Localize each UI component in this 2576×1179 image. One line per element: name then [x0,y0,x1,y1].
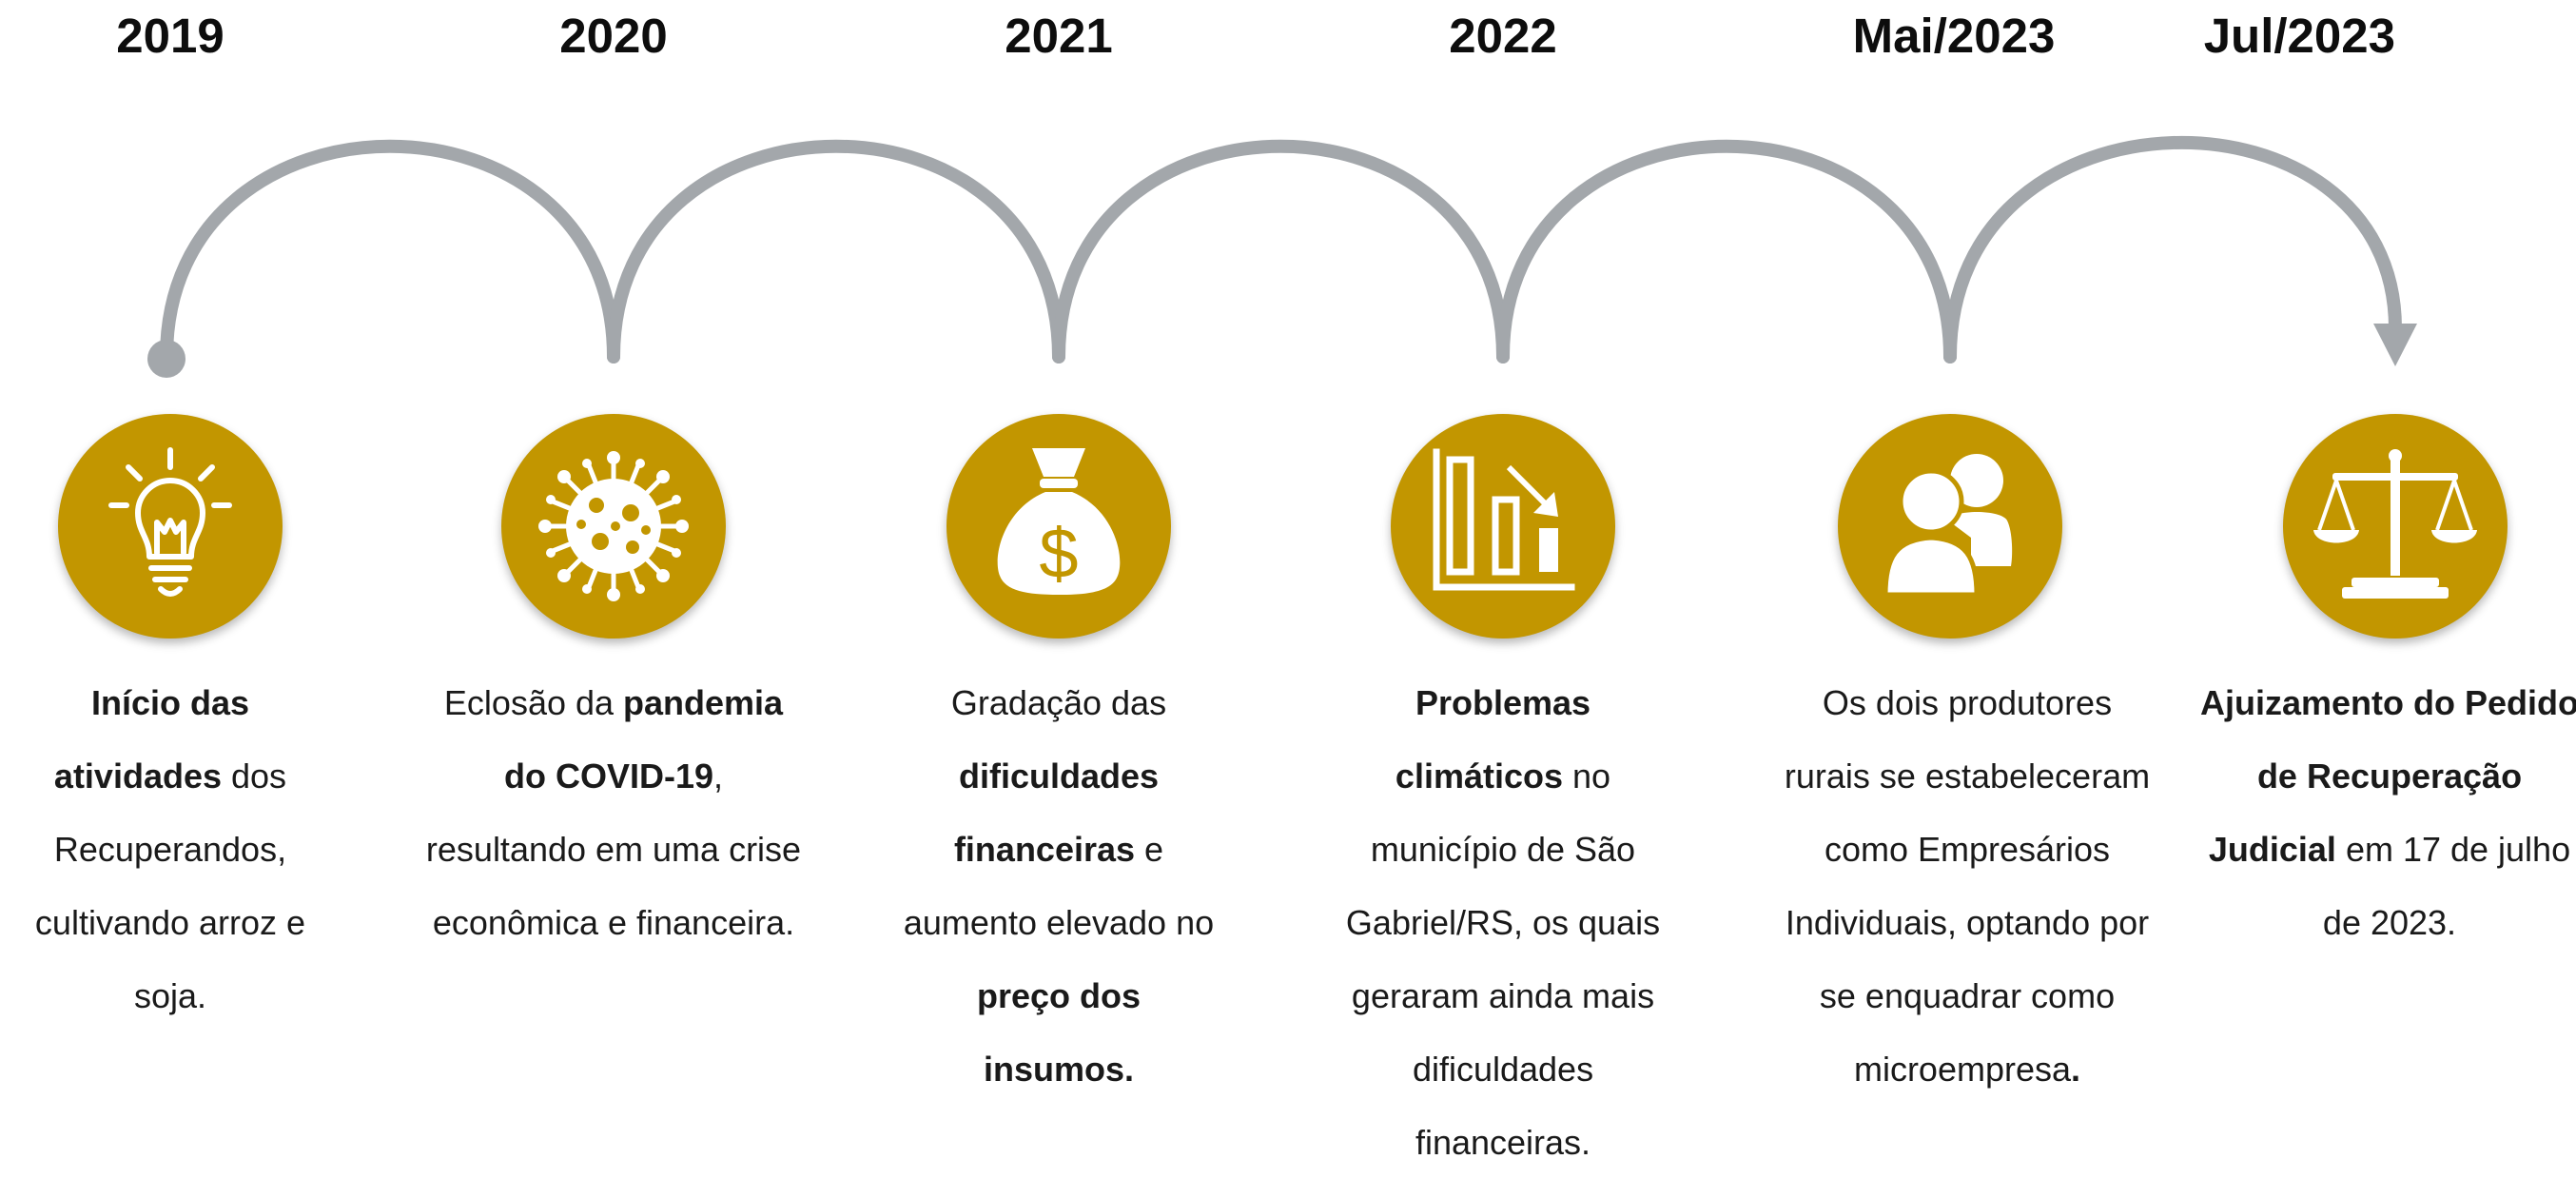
description-bold-run: preço dos insumos. [976,976,1142,1089]
svg-text:$: $ [1039,514,1078,593]
description-text-run: e aumento elevado no [903,830,1215,942]
timeline-arrowhead [2373,324,2417,366]
arc-2020-2021 [607,139,1065,364]
step-icon-circle-2020 [501,414,726,639]
lightbulb-icon [108,447,232,597]
year-label-mai-2023: Mai/2023 [1852,9,2056,63]
year-label-2021: 2021 [1005,9,1113,63]
money-bag-icon: $ [997,448,1121,595]
step-icon-circle-2021: $ [946,414,1171,639]
arc-2022-mai2023 [1496,139,1957,364]
step-icon-circle-mai-2023 [1838,414,2062,639]
step-icon-circle-jul-2023 [2283,414,2508,639]
description-bold-run: pandemia do COVID-19 [503,683,784,796]
description-text-run: no município de São Gabriel/RS, os quais… [1345,757,1661,1162]
step-description-jul-2023: Ajuizamento do Pedido de Recuperação Jud… [2199,666,2576,959]
description-bold-run: Problemas climáticos [1395,683,1591,796]
description-text-run: dos Recuperandos, cultivando arroz e soj… [34,757,306,1015]
year-label-2019: 2019 [116,9,224,63]
description-bold-run: Início das atividades [53,683,250,796]
description-bold-run: Ajuizamento do Pedido de Recuperação Jud… [2199,683,2576,869]
description-bold-run: dificuldades financeiras [953,757,1160,869]
description-bold-run: . [2071,1050,2081,1089]
step-description-2019: Início das atividades dos Recuperandos, … [9,666,332,1032]
arc-2019-2020 [160,139,620,364]
arc-mai2023-jul2023 [1943,135,2402,364]
description-text-run: Eclosão da [443,683,624,722]
step-description-2021: Gradação das dificuldades financeiras e … [897,666,1220,1106]
scales-of-justice-icon [2313,449,2477,599]
year-label-jul-2023: Jul/2023 [2203,9,2395,63]
virus-icon [538,451,689,601]
description-text-run: em 17 de julho de 2023. [2322,830,2571,942]
timeline-arcs [147,135,2417,378]
arc-2021-2022 [1052,139,1510,364]
step-icon-circle-2019 [58,414,283,639]
year-label-2020: 2020 [559,9,668,63]
timeline-start-dot [147,340,185,378]
people-icon [1883,454,2013,598]
step-description-2020: Eclosão da pandemia do COVID-19, resulta… [423,666,804,959]
step-icon-circle-2022 [1391,414,1615,639]
step-description-mai-2023: Os dois produtores rurais se estabelecer… [1777,666,2157,1106]
year-label-2022: 2022 [1449,9,1557,63]
declining-chart-icon [1433,448,1575,591]
description-text-run: Gradação das [950,683,1167,722]
step-description-2022: Problemas climáticos no município de São… [1341,666,1665,1179]
description-text-run: , resultando em uma crise econômica e fi… [425,757,802,942]
description-text-run: Os dois produtores rurais se estabelecer… [1784,683,2151,1089]
